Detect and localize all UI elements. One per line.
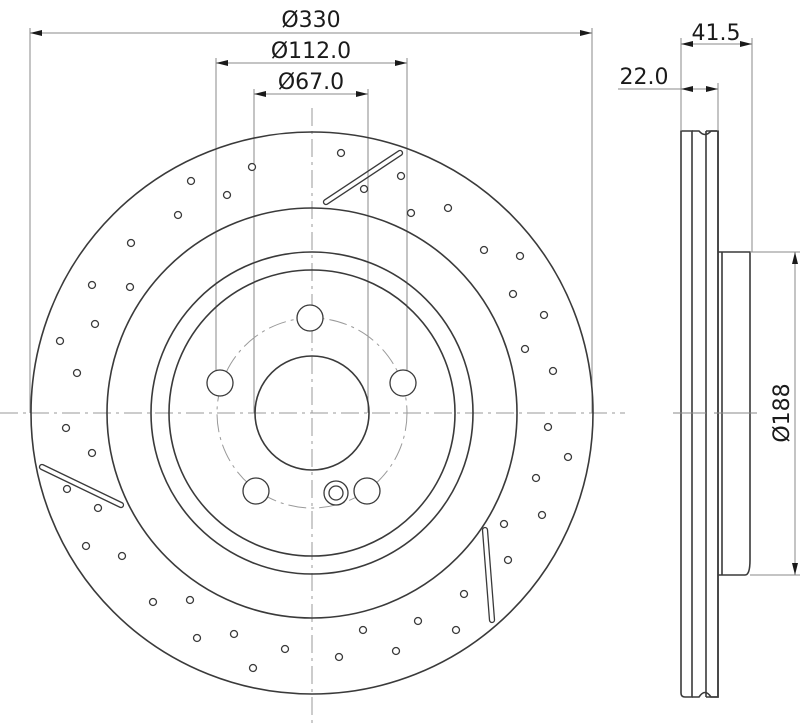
drill-hole [391,646,401,656]
hat-outer-edge [150,251,474,575]
slot [38,463,125,509]
drill-hole [508,289,518,299]
bolt-hole [389,369,417,397]
center-bore [254,355,370,471]
bolt-holes [206,304,417,505]
drill-hole [537,510,547,520]
drill-hole [543,422,553,432]
dimension-total-height: 41.5 [680,21,753,252]
drill-hole [359,184,369,194]
drill-hole [229,629,239,639]
drill-hole [563,452,573,462]
hat-diameter-label: Ø188 [770,383,795,442]
slot [481,526,496,624]
drill-hole [479,245,489,255]
locating-hole [323,480,349,506]
drill-hole [531,473,541,483]
drill-hole [548,366,558,376]
drill-hole [117,551,127,561]
front-view [30,131,594,695]
drill-hole [248,663,258,673]
center-bore-label: Ø67.0 [278,70,344,95]
outer-edge [30,131,594,695]
friction-plate-outer [680,130,693,698]
drill-hole [459,589,469,599]
drill-hole [87,448,97,458]
drill-hole [334,652,344,662]
drill-hole [61,423,71,433]
drill-hole [503,555,513,565]
dimension-disc-thickness: 22.0 [618,65,719,131]
drill-hole [148,597,158,607]
hat-inner-edge [168,269,456,557]
drill-hole [93,503,103,513]
drill-hole [358,625,368,635]
drill-hole [125,282,135,292]
dimension-hat-diameter: Ø188 [750,251,800,576]
bolt-hole [296,304,324,332]
drill-hole [173,210,183,220]
drill-hole [539,310,549,320]
drill-hole [87,280,97,290]
drill-hole [499,519,509,529]
drill-hole [280,644,290,654]
dimension-hole-circle: Ø112.0 [215,39,408,383]
drill-hole [72,368,82,378]
disc-thickness-label: 22.0 [620,65,669,90]
drill-hole [406,208,416,218]
drill-hole [336,148,346,158]
hat-section [718,251,751,576]
hole-circle-label: Ø112.0 [271,39,351,64]
drill-hole [222,190,232,200]
drill-hole [55,336,65,346]
drill-hole [186,176,196,186]
dimension-center-bore: Ø67.0 [253,70,369,413]
drill-hole [515,251,525,261]
friction-ring-inner-edge [106,207,518,619]
drill-hole [185,595,195,605]
side-view [673,130,757,698]
drill-hole [62,484,72,494]
drill-hole [126,238,136,248]
drill-hole [81,541,91,551]
drill-hole [247,162,257,172]
drill-hole [443,203,453,213]
slot [322,149,404,206]
drill-hole [90,319,100,329]
drill-hole [451,625,461,635]
vent-groove [692,130,719,698]
bolt-hole [206,369,234,397]
drill-holes [55,148,573,673]
bolt-hole [242,477,270,505]
bolt-hole [353,477,381,505]
total-height-label: 41.5 [692,21,741,46]
drill-hole [192,633,202,643]
drill-hole [396,171,406,181]
drill-hole [413,616,423,626]
drill-hole [520,344,530,354]
outer-diameter-label: Ø330 [281,8,340,33]
dimension-outer-diameter: Ø330 [29,8,593,413]
